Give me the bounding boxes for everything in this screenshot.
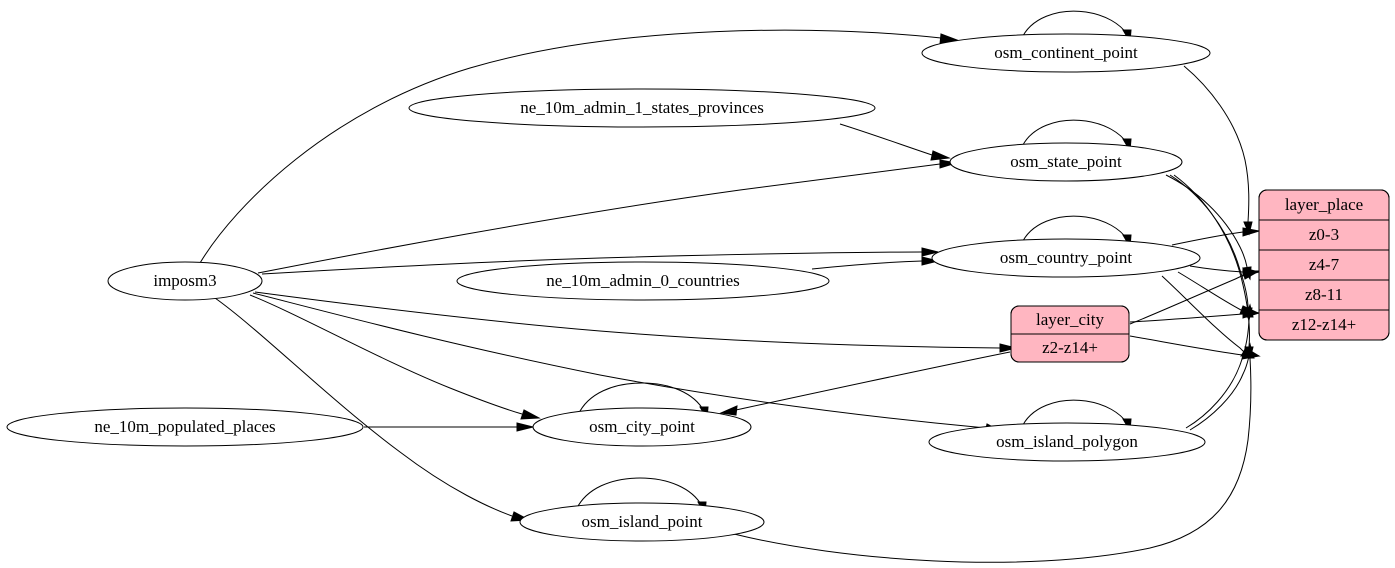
edge-imposm3-to-osm_country_point <box>261 251 923 275</box>
edge-admin_0_countries-to-osm_country_point <box>811 260 923 270</box>
record-label-layer_place-z4-7: z4-7 <box>1309 255 1340 274</box>
node-ne_10m_admin_1_states_provinces[interactable]: ne_10m_admin_1_states_provinces <box>408 88 876 128</box>
edge-osm_state_point-to-layer_place-z12_z14 <box>1173 174 1250 348</box>
selfloop-osm_country_point <box>1020 215 1128 246</box>
edge-imposm3-to-osm_island_polygon <box>252 292 987 429</box>
edge-osm_country_point-to-layer_place-z0_3 <box>1171 231 1244 246</box>
edge-layer_city-to-layer_place-z12_z14 <box>1129 335 1244 356</box>
arrowhead-layer_place-z12_z14-e <box>1245 344 1255 359</box>
selfloop-osm_city_point <box>577 382 705 416</box>
edge-osm_island_polygon-to-layer_place-z12_z14 <box>1189 355 1250 431</box>
node-osm_country_point[interactable]: osm_country_point <box>931 238 1201 278</box>
node-label-ne_10m_admin_0_countries: ne_10m_admin_0_countries <box>546 271 740 290</box>
node-ne_10m_populated_places[interactable]: ne_10m_populated_places <box>6 407 364 447</box>
edge-osm_island_polygon-to-layer_place-z8_11 <box>1185 315 1250 429</box>
record-label-layer_place-title: layer_place <box>1285 195 1363 214</box>
record-label-layer_place-z0-3: z0-3 <box>1309 225 1339 244</box>
edge-osm_country_point-to-layer_place-z12_z14 <box>1161 275 1245 353</box>
edge-imposm3-to-layer_city <box>254 291 1001 349</box>
record-outline-layer_city <box>1010 305 1130 363</box>
edge-imposm3-to-osm_island_point <box>214 297 513 517</box>
arrowhead-osm_country_point-in-1 <box>921 247 939 257</box>
node-imposm3[interactable]: imposm3 <box>107 261 263 301</box>
node-osm_city_point[interactable]: osm_city_point <box>532 407 752 447</box>
record-label-layer_place-z8-11: z8-11 <box>1305 285 1343 304</box>
edge-layer <box>199 10 1261 563</box>
selfloop-osm_state_point <box>1020 119 1128 150</box>
record-node-layer_city[interactable]: layer_city z2-z14+ <box>1010 305 1130 363</box>
edge-imposm3-to-osm_state_point <box>257 163 941 274</box>
record-row-layer_place-z8-11[interactable] <box>1258 279 1390 311</box>
node-label-osm_state_point: osm_state_point <box>1010 152 1122 171</box>
node-osm_state_point[interactable]: osm_state_point <box>949 142 1183 182</box>
selfloop-osm_island_point <box>575 477 703 511</box>
arrowhead-osm_state_point-in-2 <box>930 150 951 161</box>
selfloop-osm_island_polygon <box>1020 399 1128 430</box>
record-label-layer_city-title: layer_city <box>1036 310 1104 329</box>
node-label-osm_country_point: osm_country_point <box>1000 248 1132 267</box>
node-label-ne_10m_admin_1_states_provinces: ne_10m_admin_1_states_provinces <box>520 98 764 117</box>
arrowhead-osm_country_point-in-2 <box>921 256 939 266</box>
arrowhead-osm_city_point-in-2 <box>516 422 534 432</box>
node-label-osm_island_point: osm_island_point <box>582 512 703 531</box>
node-osm_island_polygon[interactable]: osm_island_polygon <box>928 422 1206 462</box>
node-osm_continent_point[interactable]: osm_continent_point <box>921 33 1211 73</box>
record-node-layer_place[interactable]: layer_place z0-3 z4-7 z8-11 z12-z14+ <box>1258 189 1390 341</box>
arrowhead-osm_city_point-in-3 <box>719 405 738 416</box>
node-osm_island_point[interactable]: osm_island_point <box>519 502 765 542</box>
node-label-osm_continent_point: osm_continent_point <box>994 43 1138 62</box>
edge-states_provinces-to-osm_state_point <box>839 123 933 156</box>
node-layer: imposm3 ne_10m_populated_places ne_10m_a… <box>6 33 1390 542</box>
edge-layer_city-to-layer_place-z8_11 <box>1129 313 1244 323</box>
node-label-imposm3: imposm3 <box>153 271 216 290</box>
edge-osm_continent_point-to-layer_place-z0_3 <box>1183 65 1250 223</box>
arrowhead-layer_place-z0_3-b <box>1242 227 1260 237</box>
node-label-osm_island_polygon: osm_island_polygon <box>996 432 1138 451</box>
arrowhead-layer_city-in <box>999 343 1017 353</box>
edge-imposm3-to-osm_city_point <box>249 294 523 415</box>
node-ne_10m_admin_0_countries[interactable]: ne_10m_admin_0_countries <box>456 261 830 301</box>
record-label-layer_place-z12-z14: z12-z14+ <box>1292 315 1356 334</box>
record-outline-layer_place <box>1258 189 1390 341</box>
selfloop-osm_continent_point <box>1020 10 1128 41</box>
edge-osm_state_point-to-layer_place-z8_11 <box>1169 174 1249 309</box>
arrowhead-layer_place-z4_7-c <box>1242 270 1261 280</box>
edge-layer_city-to-osm_city_point <box>735 351 1011 411</box>
edge-osm_country_point-to-layer_place-z4_7 <box>1189 265 1244 273</box>
arrowhead-osm_city_point-in-1 <box>520 409 541 420</box>
arrowhead-layer_place-z0_3-a <box>1243 221 1253 236</box>
edge-osm_island_point-to-layer_place-z12_z14 <box>733 357 1252 563</box>
edge-imposm3-to-osm_continent_point <box>199 29 942 264</box>
node-label-osm_city_point: osm_city_point <box>589 417 695 436</box>
arrowhead-osm_state_point-in-1 <box>939 159 957 169</box>
node-label-ne_10m_populated_places: ne_10m_populated_places <box>94 417 275 436</box>
edge-osm_country_point-to-layer_place-z8_11 <box>1177 271 1242 311</box>
record-label-layer_city-z2: z2-z14+ <box>1042 338 1098 357</box>
